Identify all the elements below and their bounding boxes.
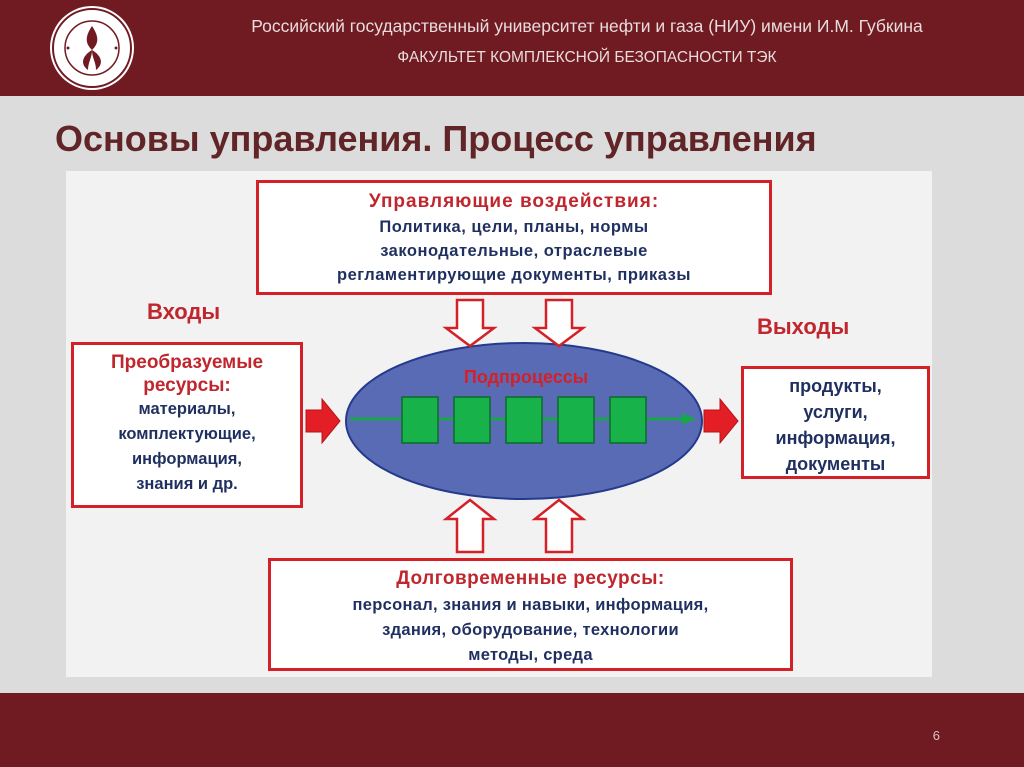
transformed-resources-box: Преобразуемые ресурсы: материалы, компле… — [71, 342, 303, 508]
long-term-resources-line: персонал, знания и навыки, информация, — [352, 596, 709, 614]
long-term-resources-heading: Долговременные ресурсы: — [396, 568, 665, 589]
resource-arrow-icon — [531, 498, 587, 554]
outputs-box: продукты, услуги, информация, документы — [741, 366, 930, 479]
long-term-resources-box: Долговременные ресурсы: персонал, знания… — [268, 558, 793, 671]
university-name: Российский государственный университет н… — [251, 16, 923, 36]
subprocess-box — [453, 396, 491, 444]
subprocess-box — [505, 396, 543, 444]
page-number: 6 — [932, 728, 940, 743]
transformed-resources-heading: ресурсы: — [143, 375, 231, 396]
subprocess-box — [557, 396, 595, 444]
slide-title: Основы управления. Процесс управления — [55, 118, 817, 159]
title-bar — [0, 96, 1024, 165]
process-line-arrowhead — [682, 413, 696, 425]
transformed-resources-line: знания и др. — [136, 475, 238, 493]
transformed-resources-line: комплектующие, — [118, 425, 256, 443]
subprocess-box — [401, 396, 439, 444]
university-logo — [50, 6, 134, 90]
outputs-line: услуги, — [803, 402, 868, 422]
transformed-resources-heading: Преобразуемые — [110, 352, 264, 373]
inputs-label: Входы — [147, 299, 221, 324]
long-term-resources-line: методы, среда — [468, 646, 593, 664]
control-actions-line: Политика, цели, планы, нормы — [379, 218, 649, 236]
footer-bar — [0, 693, 1024, 767]
output-arrow-icon — [703, 397, 739, 445]
control-arrow-icon — [531, 298, 587, 348]
outputs-line: информация, — [775, 428, 896, 448]
long-term-resources-line: здания, оборудование, технологии — [382, 621, 679, 639]
transformed-resources-line: информация, — [132, 450, 242, 468]
subprocess-label: Подпроцессы — [464, 367, 588, 387]
outputs-line: продукты, — [789, 376, 882, 396]
control-actions-box: Управляющие воздействия: Политика, цели,… — [256, 180, 772, 295]
control-actions-heading: Управляющие воздействия: — [368, 191, 660, 212]
control-arrow-icon — [442, 298, 498, 348]
header-bar: Российский государственный университет н… — [0, 0, 1024, 96]
transformed-resources-line: материалы, — [138, 400, 236, 418]
faculty-name: ФАКУЛЬТЕТ КОМПЛЕКСНОЙ БЕЗОПАСНОСТИ ТЭК — [397, 49, 777, 66]
input-arrow-icon — [305, 397, 341, 445]
outputs-label: Выходы — [757, 314, 850, 339]
resource-arrow-icon — [442, 498, 498, 554]
subprocess-box — [609, 396, 647, 444]
control-actions-line: регламентирующие документы, приказы — [337, 266, 691, 284]
control-actions-line: законодательные, отраслевые — [380, 242, 648, 260]
outputs-line: документы — [785, 454, 886, 474]
